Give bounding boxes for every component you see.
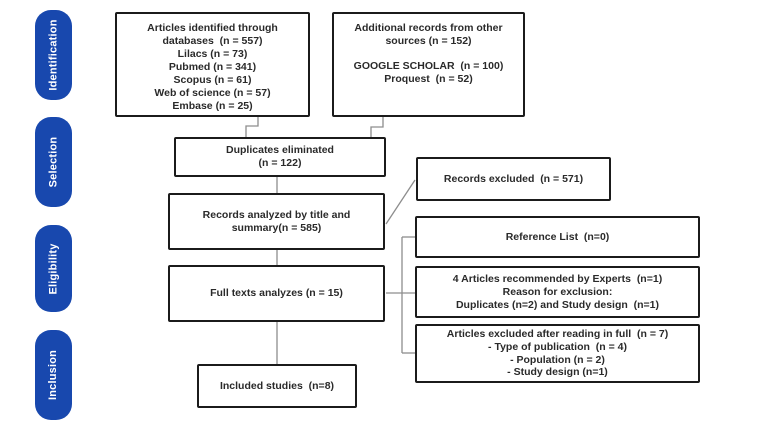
box-text-line: Records excluded (n = 571) xyxy=(443,172,584,185)
box-reference-list: Reference List (n=0) xyxy=(415,216,700,258)
connector-diagonal-records-excluded xyxy=(385,179,416,225)
stage-label-identification: Identification xyxy=(47,19,60,91)
box-text-line: Duplicates eliminated xyxy=(226,144,334,156)
box-text-line: Duplicates (n=2) and Study design (n=1) xyxy=(455,298,660,311)
box-records-excluded: Records excluded (n = 571) xyxy=(416,157,611,201)
box-text-line: Reference List (n=0) xyxy=(505,230,610,243)
box-text-line: - Population (n = 2) xyxy=(510,353,605,366)
box-text-line: - Study design (n=1) xyxy=(507,366,608,379)
stage-pill-selection: Selection xyxy=(35,117,72,207)
box-excluded-after-reading: Articles excluded after reading in full … xyxy=(415,324,700,383)
box-records-analyzed: Records analyzed by title and summary(n … xyxy=(168,193,385,250)
box-text-line: Included studies (n=8) xyxy=(219,379,335,392)
stage-label-inclusion: Inclusion xyxy=(47,349,60,401)
box-experts-recommended: 4 Articles recommended by Experts (n=1) … xyxy=(415,266,700,318)
box-text-line: (n = 122) xyxy=(258,157,302,169)
connector-elbow-additional xyxy=(370,117,384,137)
box-text-line: Reason for exclusion: xyxy=(502,285,613,298)
box-text-line: databases (n = 557) xyxy=(162,35,263,47)
box-text-line: Web of science (n = 57) xyxy=(154,87,271,99)
box-full-texts: Full texts analyzes (n = 15) xyxy=(168,265,385,322)
stage-pill-identification: Identification xyxy=(35,10,72,100)
box-text-line: summary(n = 585) xyxy=(231,221,322,234)
box-text-line: Articles identified through xyxy=(147,22,278,34)
box-additional-records: Additional records from other sources (n… xyxy=(332,12,525,117)
box-text-line: Articles excluded after reading in full … xyxy=(446,328,669,340)
stage-pill-inclusion: Inclusion xyxy=(35,330,72,420)
box-text-line: - Type of publication (n = 4) xyxy=(488,340,627,353)
stage-label-eligibility: Eligibility xyxy=(47,242,60,295)
box-text-line: Scopus (n = 61) xyxy=(173,74,252,86)
box-text-line: Full texts analyzes (n = 15) xyxy=(210,287,343,299)
connector-elbow-databases xyxy=(245,117,259,137)
box-text-line: Additional records from other xyxy=(354,22,503,34)
box-text-line: Records analyzed by title and xyxy=(202,208,351,221)
stage-label-selection: Selection xyxy=(47,136,60,188)
box-text-line: 4 Articles recommended by Experts (n=1) xyxy=(452,272,663,285)
box-articles-identified: Articles identified through databases (n… xyxy=(115,12,310,117)
box-text-line: Proquest (n = 52) xyxy=(384,73,473,85)
box-duplicates-eliminated: Duplicates eliminated (n = 122) xyxy=(174,137,386,177)
box-text-line: GOOGLE SCHOLAR (n = 100) xyxy=(353,60,504,72)
stage-pill-eligibility: Eligibility xyxy=(35,225,72,312)
box-text-line: Embase (n = 25) xyxy=(172,100,253,112)
box-text-line: sources (n = 152) xyxy=(385,35,472,47)
box-included-studies: Included studies (n=8) xyxy=(197,364,357,408)
box-text-line: Pubmed (n = 341) xyxy=(168,61,257,73)
box-text-line: Lilacs (n = 73) xyxy=(177,48,248,60)
